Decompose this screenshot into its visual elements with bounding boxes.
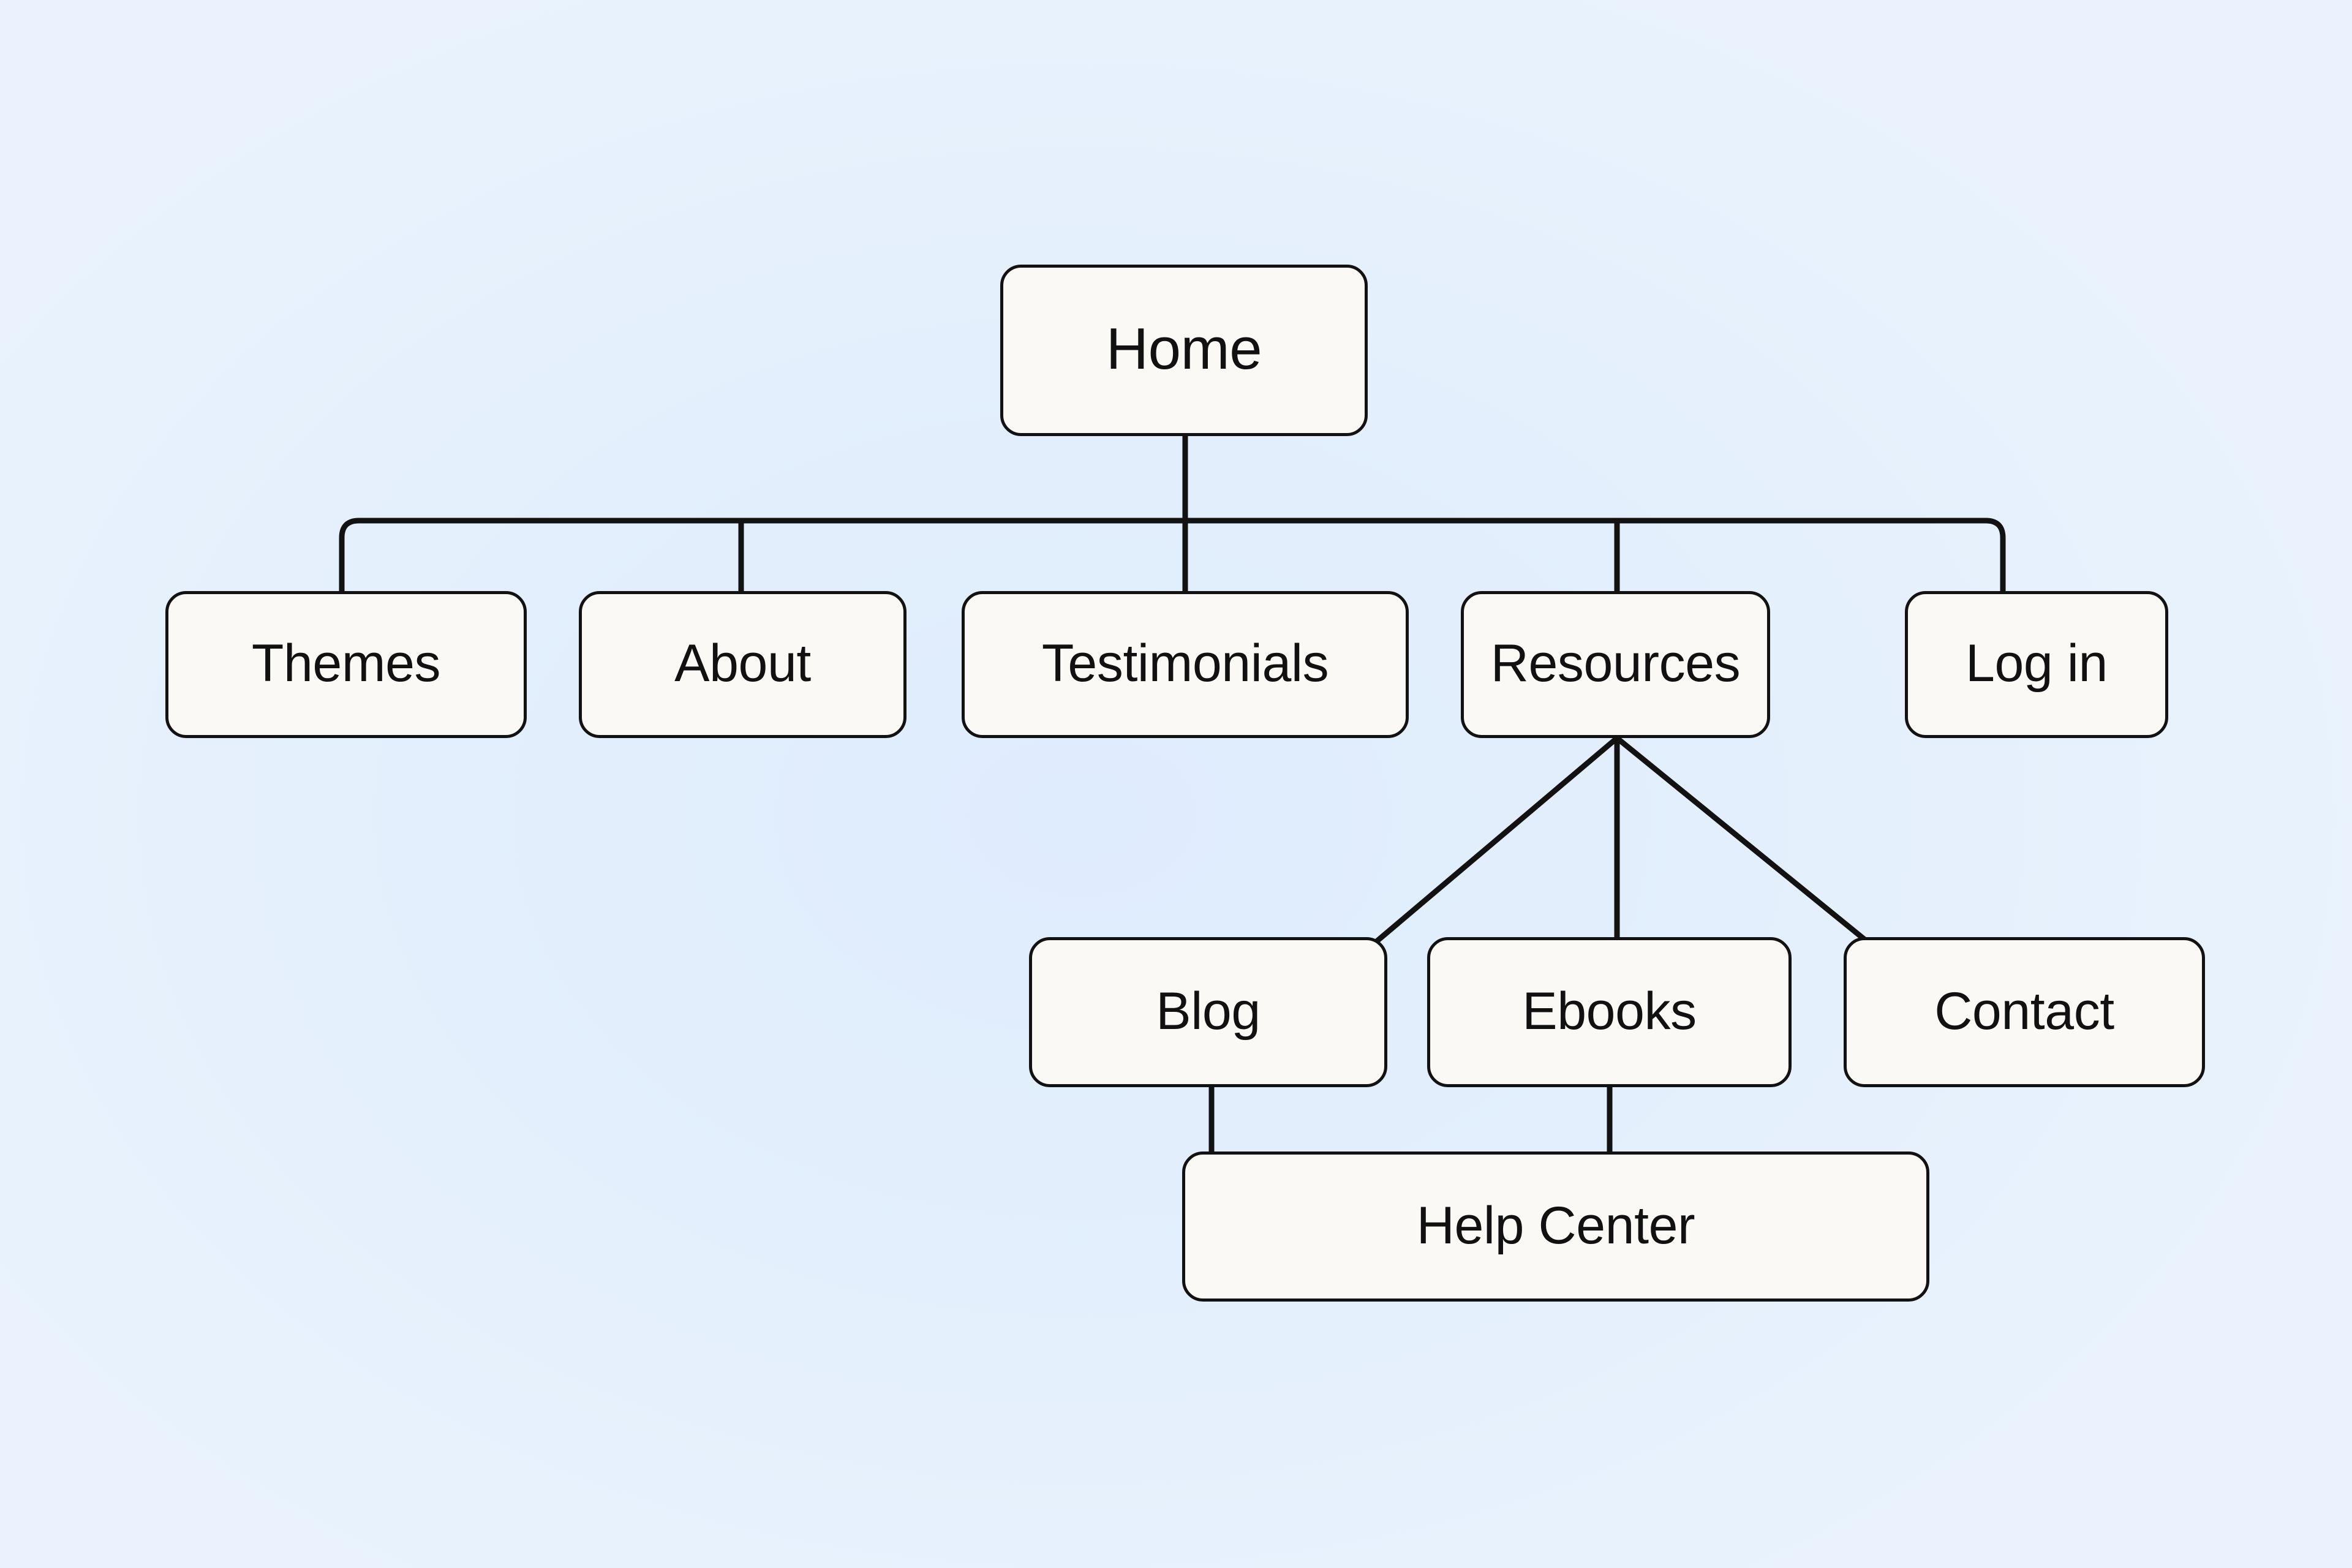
- node-label-blog: Blog: [1156, 981, 1261, 1041]
- node-login[interactable]: Log in: [1905, 591, 2168, 738]
- node-label-ebooks: Ebooks: [1522, 981, 1697, 1041]
- node-themes[interactable]: Themes: [165, 591, 527, 738]
- node-label-testimonials: Testimonials: [1041, 634, 1329, 693]
- node-label-help-center: Help Center: [1416, 1196, 1695, 1255]
- node-label-resources: Resources: [1490, 634, 1741, 693]
- node-testimonials[interactable]: Testimonials: [962, 591, 1409, 738]
- node-blog[interactable]: Blog: [1029, 937, 1387, 1087]
- node-label-login: Log in: [1966, 634, 2108, 693]
- node-home[interactable]: Home: [1000, 265, 1368, 436]
- edge-resources-blog: [1369, 736, 1619, 949]
- node-label-themes: Themes: [251, 634, 441, 693]
- node-label-home: Home: [1106, 316, 1262, 382]
- node-help-center[interactable]: Help Center: [1182, 1152, 1929, 1302]
- node-contact[interactable]: Contact: [1844, 937, 2205, 1087]
- node-label-contact: Contact: [1934, 981, 2114, 1041]
- edge-resources-contact: [1615, 736, 1875, 949]
- node-about[interactable]: About: [579, 591, 907, 738]
- node-label-about: About: [674, 634, 811, 693]
- node-resources[interactable]: Resources: [1461, 591, 1770, 738]
- node-ebooks[interactable]: Ebooks: [1427, 937, 1792, 1087]
